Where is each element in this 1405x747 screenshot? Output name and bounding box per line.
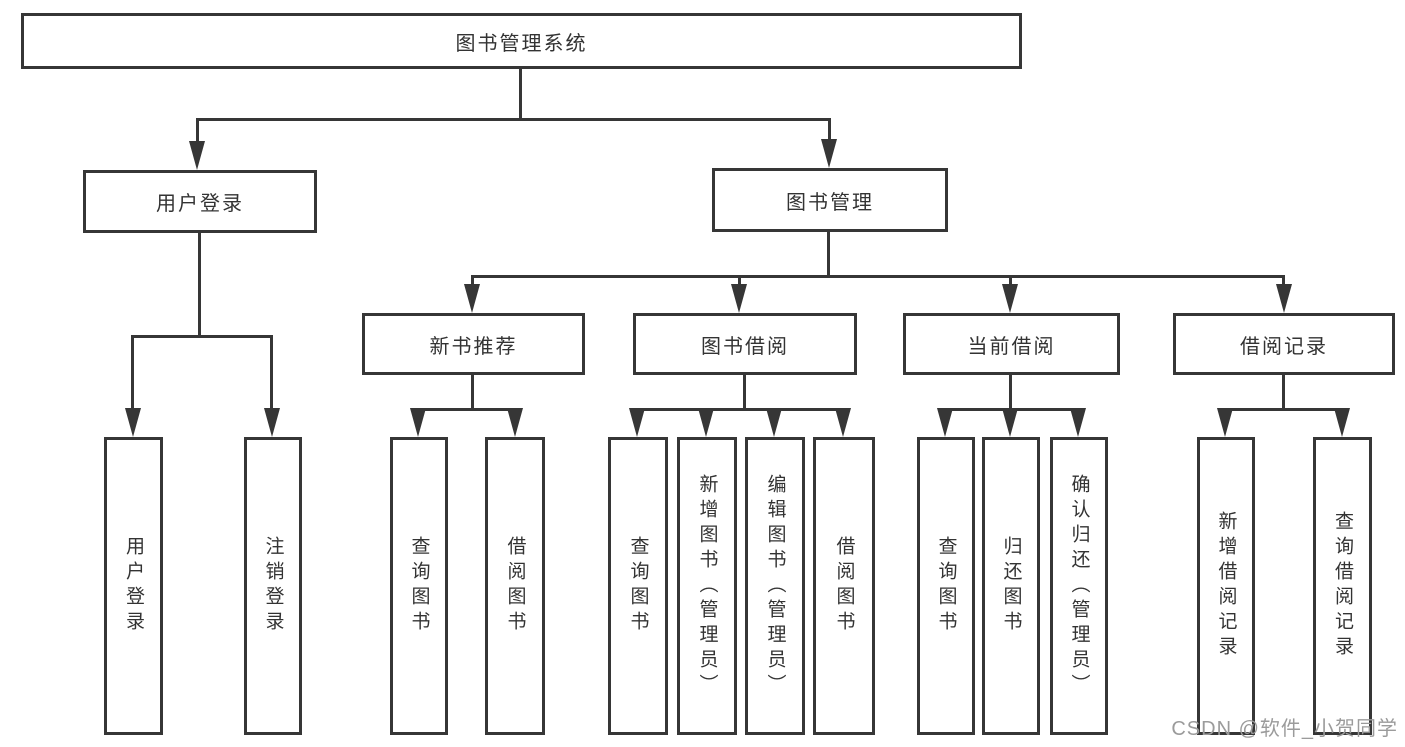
leaf-add-borrow-record: 新增借阅记录 (1197, 437, 1255, 735)
leaf-user-login: 用户登录 (104, 437, 163, 735)
connector-line (471, 275, 1285, 278)
connector-line (1282, 374, 1285, 410)
connector-line (738, 275, 741, 287)
arrowhead-icon (1002, 284, 1018, 313)
leaf-query-books-current: 查询图书 (917, 437, 975, 735)
node-new-book-recommend: 新书推荐 (362, 313, 585, 375)
arrowhead-icon (125, 408, 141, 437)
connector-line (743, 374, 746, 410)
connector-line (131, 335, 273, 338)
arrowhead-icon (1002, 408, 1018, 437)
arrowhead-icon (1070, 408, 1086, 437)
arrowhead-icon (410, 408, 426, 437)
arrowhead-icon (1217, 408, 1233, 437)
node-current-borrow: 当前借阅 (903, 313, 1120, 375)
connector-line (828, 118, 831, 146)
leaf-confirm-return-admin: 确认归还（管理员） (1050, 437, 1108, 735)
leaf-query-borrow-record: 查询借阅记录 (1313, 437, 1372, 735)
connector-line (1282, 275, 1285, 287)
connector-line (196, 118, 199, 148)
leaf-add-book-admin: 新增图书（管理员） (677, 437, 737, 735)
leaf-logout: 注销登录 (244, 437, 302, 735)
connector-line (1009, 275, 1012, 287)
connector-line (131, 335, 134, 412)
arrowhead-icon (937, 408, 953, 437)
arrowhead-icon (1276, 284, 1292, 313)
connector-line (270, 335, 273, 412)
connector-line (519, 68, 522, 120)
leaf-query-books-recommend: 查询图书 (390, 437, 448, 735)
node-book-management: 图书管理 (712, 168, 948, 232)
arrowhead-icon (189, 141, 205, 170)
leaf-borrow-books-recommend: 借阅图书 (485, 437, 545, 735)
arrowhead-icon (507, 408, 523, 437)
watermark-text: CSDN @软件_小贺同学 (1171, 718, 1398, 740)
arrowhead-icon (766, 408, 782, 437)
connector-line (471, 374, 474, 410)
node-borrow-records: 借阅记录 (1173, 313, 1395, 375)
arrowhead-icon (464, 284, 480, 313)
connector-line (196, 118, 831, 121)
leaf-query-books-borrow: 查询图书 (608, 437, 668, 735)
leaf-borrow-books: 借阅图书 (813, 437, 875, 735)
arrowhead-icon (264, 408, 280, 437)
arrowhead-icon (835, 408, 851, 437)
arrowhead-icon (821, 139, 837, 168)
connector-line (417, 408, 516, 411)
arrowhead-icon (698, 408, 714, 437)
connector-line (827, 232, 830, 277)
connector-line (198, 232, 201, 337)
connector-line (636, 408, 844, 411)
arrowhead-icon (629, 408, 645, 437)
leaf-return-book: 归还图书 (982, 437, 1040, 735)
arrowhead-icon (1334, 408, 1350, 437)
arrowhead-icon (731, 284, 747, 313)
connector-line (471, 275, 474, 287)
connector-line (1009, 374, 1012, 410)
connector-line (1223, 408, 1343, 411)
node-book-borrow: 图书借阅 (633, 313, 857, 375)
leaf-edit-book-admin: 编辑图书（管理员） (745, 437, 805, 735)
node-user-login: 用户登录 (83, 170, 317, 233)
node-root: 图书管理系统 (21, 13, 1022, 69)
